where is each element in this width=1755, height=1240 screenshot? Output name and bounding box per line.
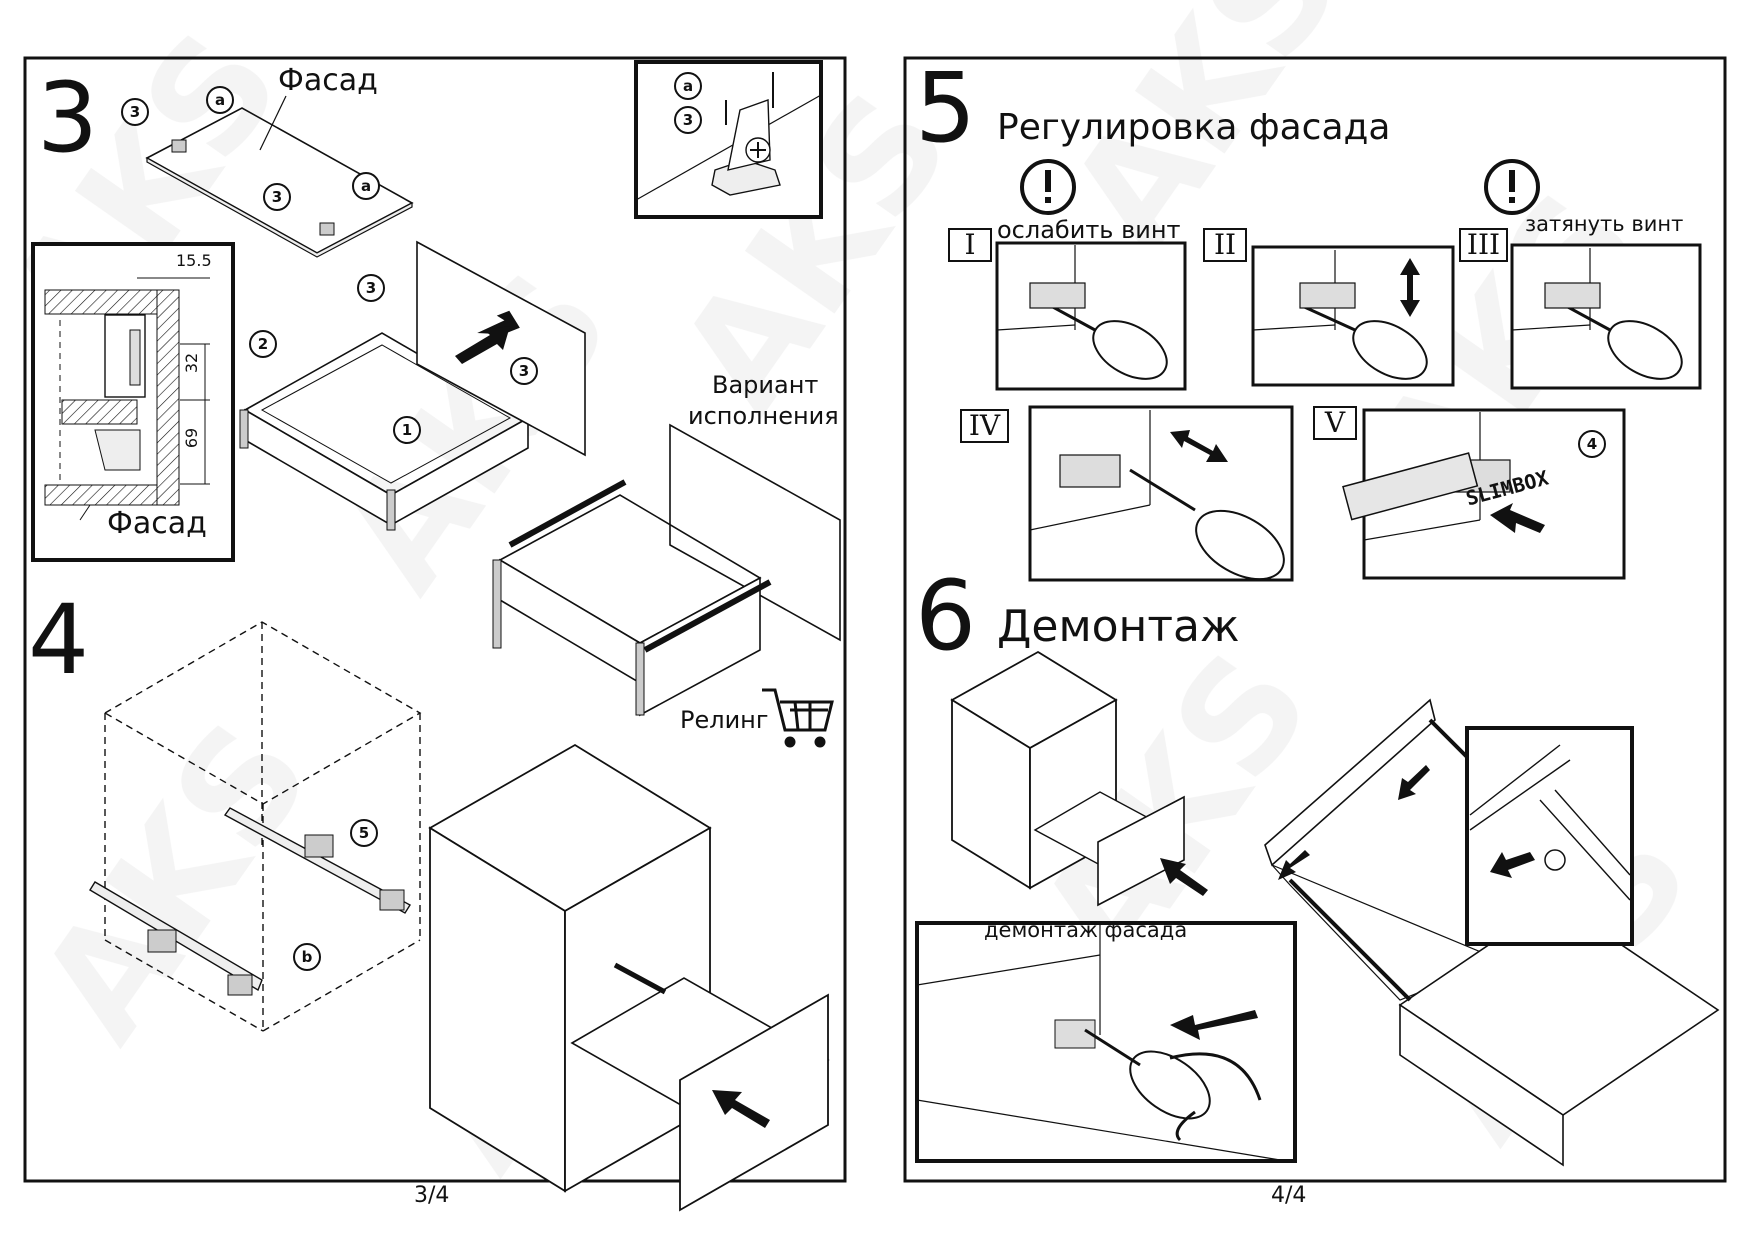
dimension-32: 32: [182, 352, 202, 374]
facade-label-top: Фасад: [278, 63, 378, 98]
callout-4: 4: [1578, 430, 1606, 458]
step-4-number: 4: [28, 584, 90, 696]
step-roman-iii: III: [1459, 228, 1508, 262]
step-6-title: Демонтаж: [997, 601, 1240, 652]
step-roman-i: I: [948, 228, 992, 262]
callout-3: 3: [263, 183, 291, 211]
warning-icon: [1020, 159, 1540, 215]
facade-label-detail: Фасад: [107, 506, 207, 541]
callout-3: 3: [357, 274, 385, 302]
callout-2: 2: [249, 330, 277, 358]
callout-3: 3: [121, 98, 149, 126]
facade-removal-label: демонтаж фасада: [984, 918, 1188, 942]
callout-3: 3: [510, 357, 538, 385]
step-6-number: 6: [915, 560, 977, 672]
variant-label-line2: исполнения: [688, 402, 839, 430]
arrow-icon: [1170, 258, 1545, 533]
callout-5: 5: [350, 819, 378, 847]
callout-b: b: [293, 943, 321, 971]
step-3-number: 3: [37, 62, 99, 174]
tighten-screw-label: затянуть винт: [1525, 212, 1684, 236]
dimension-15-5: 15.5: [176, 251, 212, 270]
callout-a: a: [352, 172, 380, 200]
variant-label-line1: Вариант: [712, 371, 819, 399]
callout-1: 1: [393, 416, 421, 444]
step-5-title: Регулировка фасада: [997, 107, 1391, 148]
step-roman-ii: II: [1203, 228, 1247, 262]
step-roman-v: V: [1313, 406, 1357, 440]
callout-a: a: [674, 72, 702, 100]
dimension-69: 69: [182, 427, 202, 449]
screwdriver-icon: [1092, 320, 1683, 581]
cart-icon: [762, 688, 834, 748]
svg-text:AKS: AKS: [7, 692, 345, 1071]
railing-label: Релинг: [680, 706, 769, 734]
loosen-screw-label: ослабить винт: [997, 216, 1181, 244]
step-5-number: 5: [915, 52, 977, 164]
callout-3: 3: [674, 106, 702, 134]
step-roman-iv: IV: [960, 409, 1009, 443]
page-number-left: 3/4: [414, 1183, 450, 1208]
callout-a: a: [206, 86, 234, 114]
page-number-right: 4/4: [1271, 1183, 1307, 1208]
